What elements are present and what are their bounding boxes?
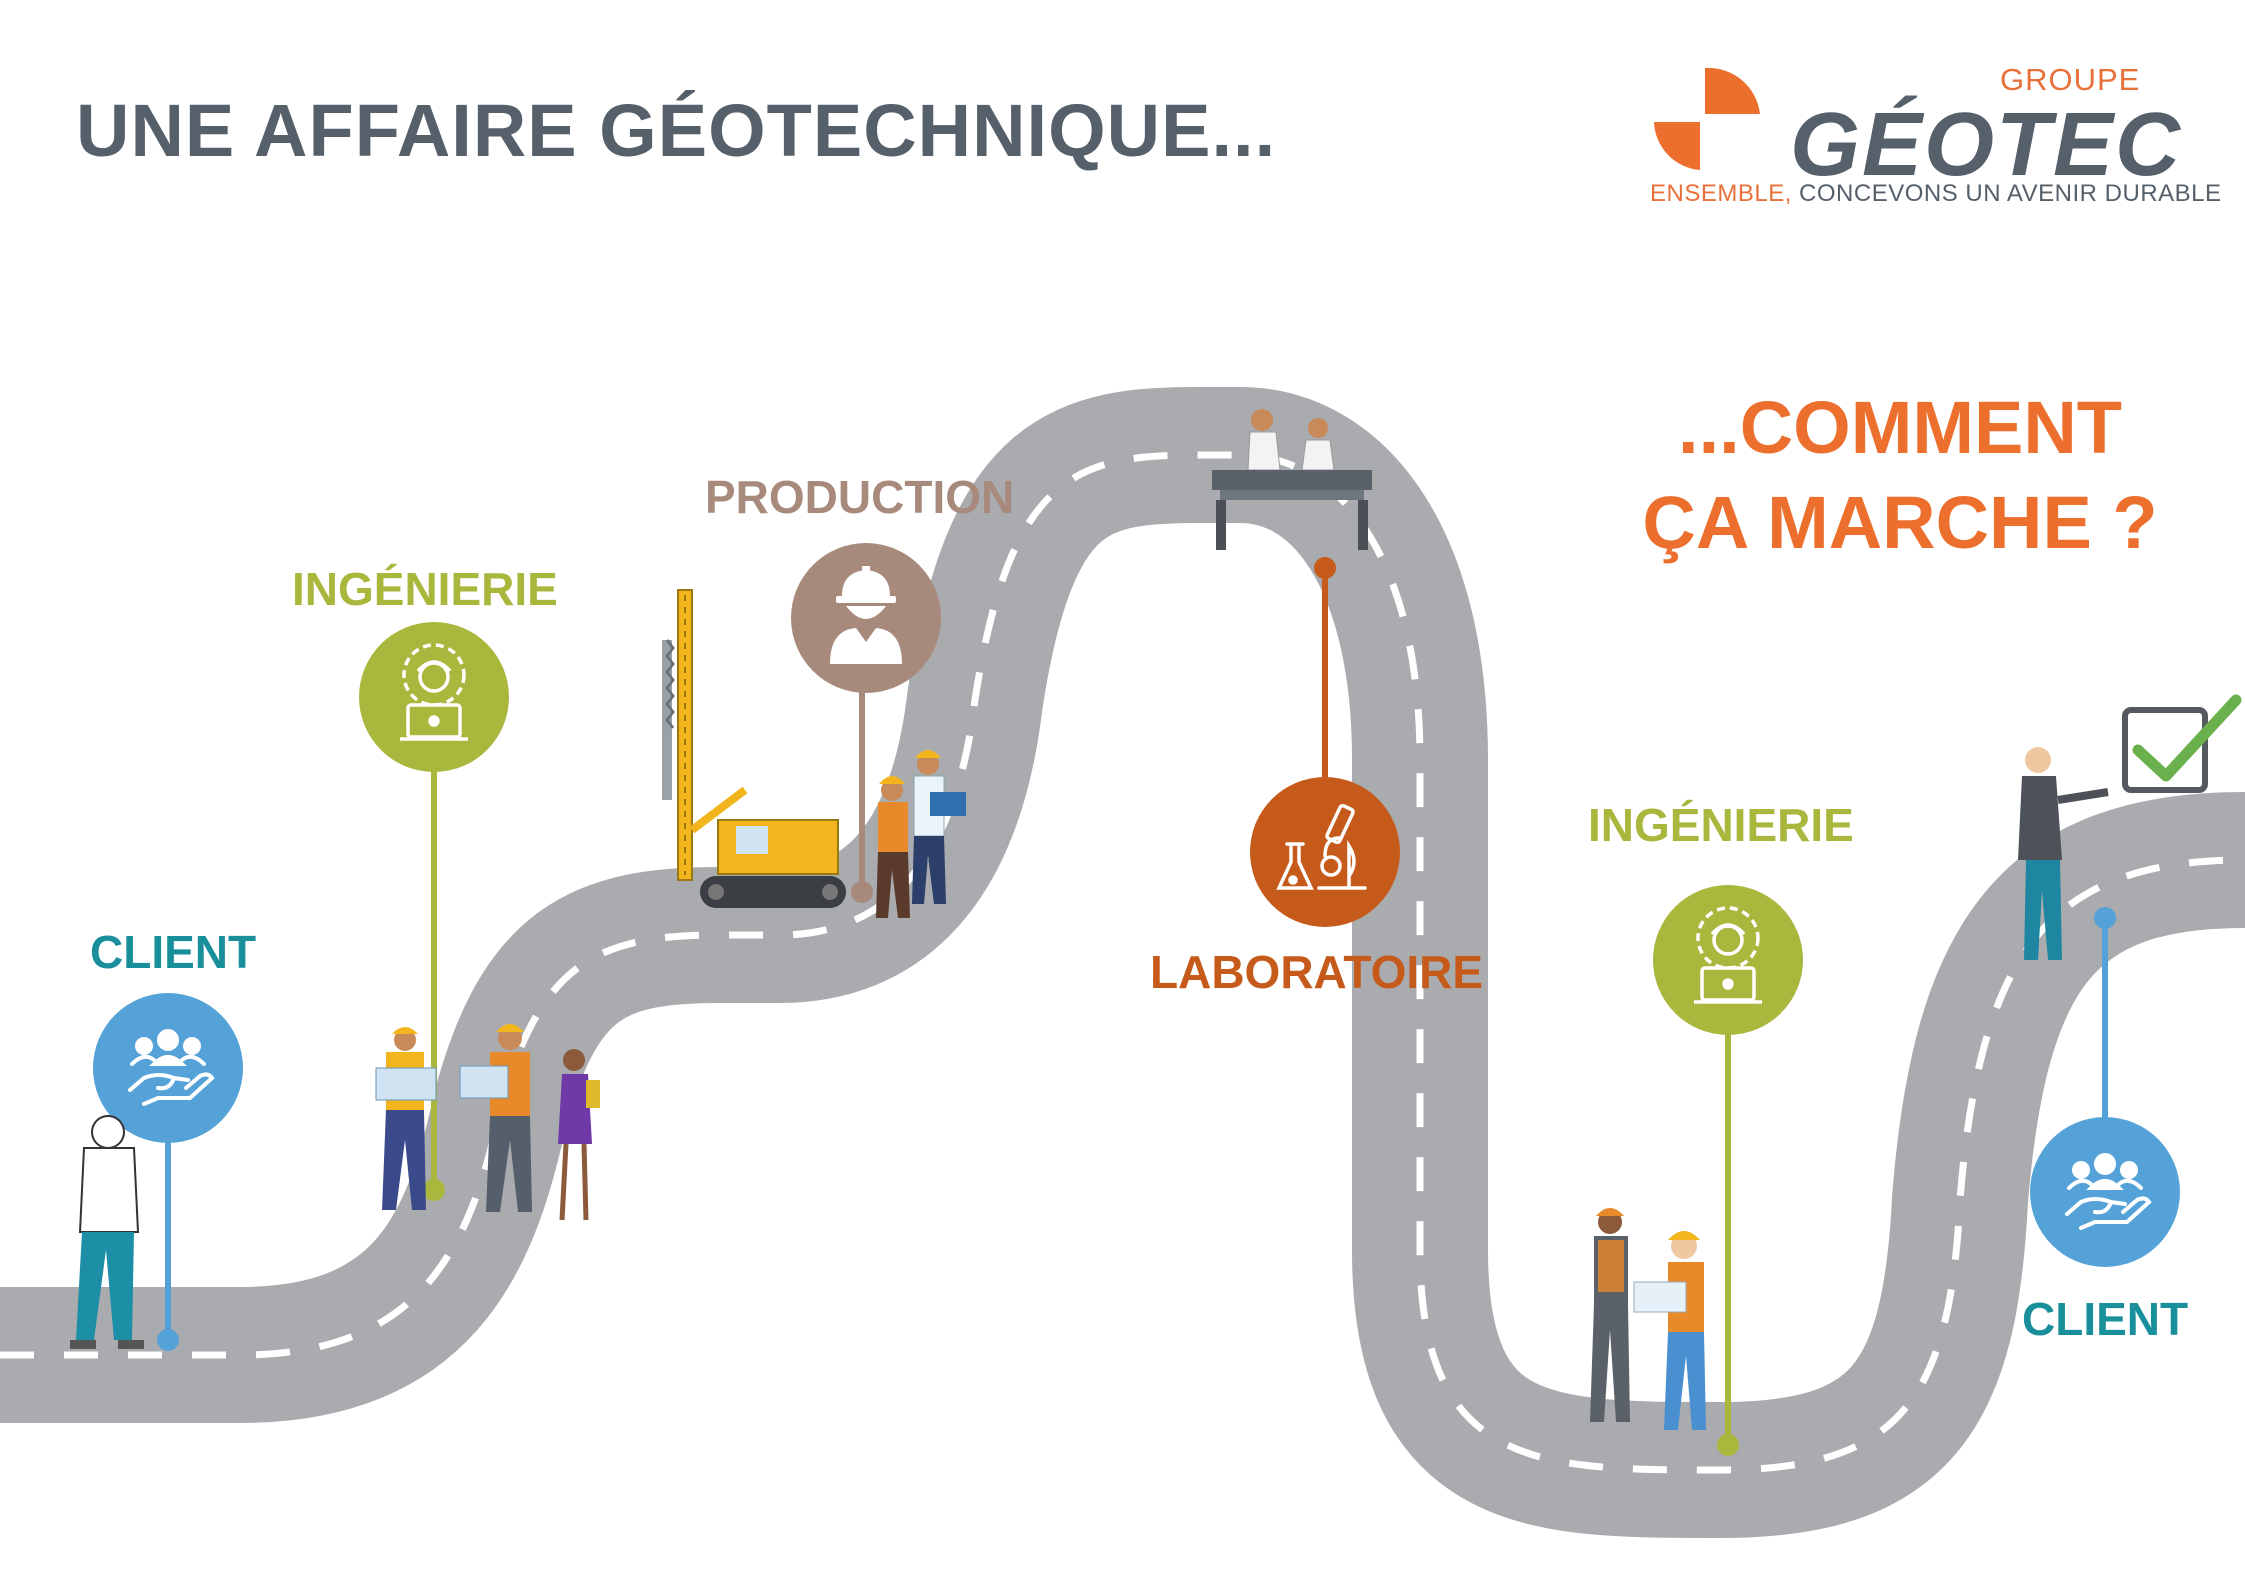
logo-name-text: GÉOTEC: [1790, 95, 2183, 195]
stage-pin-client-2: [2094, 907, 2116, 1118]
stage-pin-client-1: [157, 1140, 179, 1351]
worker-helmet-icon: [830, 566, 902, 664]
stage-circle-ingenierie-2: [1653, 885, 1803, 1035]
microscope-flask-icon: [1276, 803, 1367, 890]
logo-tagline-accent: ENSEMBLE,: [1650, 180, 1792, 207]
stage-label-laboratoire: LABORATOIRE: [1150, 946, 1484, 998]
site-engineers-illustration: [1590, 1208, 1706, 1430]
engineering-team-illustration: [375, 1024, 600, 1221]
question-line-2: ÇA MARCHE ?: [1642, 481, 2158, 564]
laboratory-illustration: [1212, 409, 1372, 550]
logo-tagline: ENSEMBLE, CONCEVONS UN AVENIR DURABLE: [1650, 180, 2222, 208]
stage-circle-client-1: [93, 993, 243, 1143]
presenter-illustration: [2018, 747, 2109, 960]
stage-pin-production: [851, 690, 873, 903]
checkbox-check-icon: [2122, 694, 2242, 793]
question-heading: ...COMMENT ÇA MARCHE ?: [1620, 380, 2180, 570]
stage-label-client-1: CLIENT: [90, 926, 257, 978]
production-workers-illustration: [876, 750, 966, 918]
stage-pin-ingenierie-1: [423, 760, 445, 1201]
client-hand-icon: [2065, 1153, 2152, 1230]
stage-label-production: PRODUCTION: [705, 471, 1015, 523]
stage-pin-laboratoire: [1314, 557, 1336, 780]
stage-circle-ingenierie-1: [359, 622, 509, 772]
client-person-illustration: [70, 1115, 144, 1349]
logo-tagline-rest: CONCEVONS UN AVENIR DURABLE: [1791, 180, 2222, 207]
question-line-1: ...COMMENT: [1678, 386, 2122, 469]
engineer-laptop-icon: [400, 643, 468, 741]
client-hand-icon: [128, 1029, 215, 1106]
logo-groupe-text: GROUPE: [2000, 62, 2141, 97]
geotec-logo-mark-icon: [1654, 67, 1760, 170]
stage-pin-ingenierie-2: [1717, 1010, 1739, 1456]
engineer-laptop-icon: [1694, 906, 1762, 1004]
stage-label-ingenierie-1: INGÉNIERIE: [292, 563, 558, 615]
stage-label-client-2: CLIENT: [2022, 1293, 2189, 1345]
drilling-rig-illustration: [662, 589, 846, 908]
stage-label-ingenierie-2: INGÉNIERIE: [1588, 799, 1854, 851]
stage-circle-client-2: [2030, 1117, 2180, 1267]
page-title: UNE AFFAIRE GÉOTECHNIQUE...: [76, 89, 1277, 172]
